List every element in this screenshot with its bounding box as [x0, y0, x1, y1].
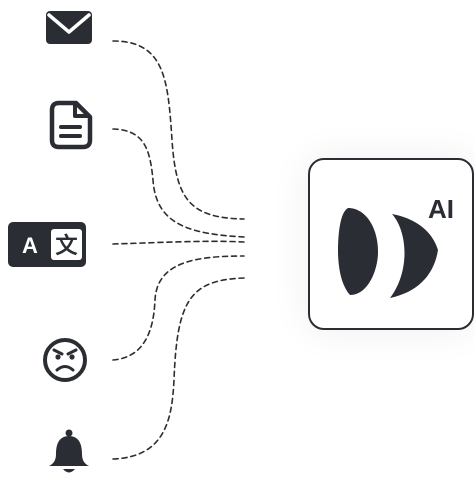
connectors [112, 40, 245, 460]
angry-face-icon [43, 338, 87, 382]
translate-icon-glyph: 文 [55, 233, 78, 259]
bell-icon [49, 429, 89, 473]
connector-angry [112, 255, 245, 361]
ai-label: AI [428, 194, 454, 224]
connector-bell [112, 277, 245, 460]
connector-translate [112, 240, 245, 245]
connector-mail [112, 40, 245, 220]
document-icon [49, 100, 93, 150]
ai-box: AI [308, 158, 474, 330]
translate-icon-letter: A [22, 233, 38, 258]
ai-logo-icon [338, 208, 438, 298]
mail-icon [46, 11, 92, 44]
connector-document [112, 128, 245, 238]
translate-icon: A 文 [8, 222, 86, 267]
